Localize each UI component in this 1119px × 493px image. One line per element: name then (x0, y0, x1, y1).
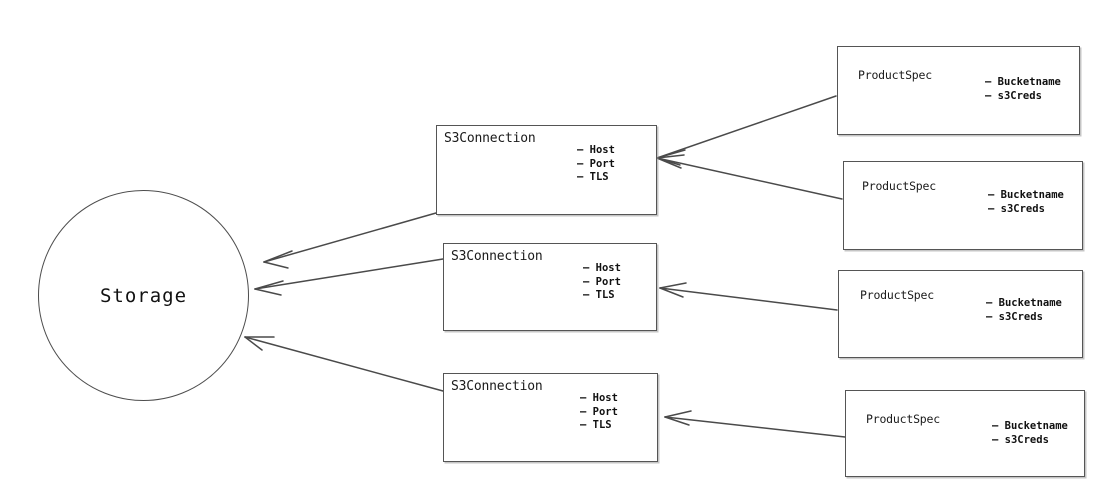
productspec-node-1-title: ProductSpec (858, 68, 932, 82)
attribute-item: – Port (583, 275, 621, 288)
attribute-item: – s3Creds (986, 310, 1043, 323)
attribute-item: – TLS (577, 171, 609, 183)
edge-productspec-4-to-s3connection-3 (664, 410, 846, 438)
s3connection-node-1[interactable] (436, 125, 657, 215)
attribute-item: – Port (577, 157, 615, 170)
edge-s3connection-1-to-storage (263, 212, 437, 269)
s3connection-node-1-attributes: – Host – Port – TLS (577, 144, 615, 185)
s3connection-node-3-title: S3Connection (451, 379, 543, 394)
s3connection-node-3-attributes: – Host – Port – TLS (580, 392, 618, 433)
edge-productspec-3-to-s3connection-2 (659, 282, 838, 311)
productspec-node-2-attributes: – Bucketname – s3Creds (988, 189, 1064, 216)
attribute-item: – Bucketname (992, 420, 1068, 432)
attribute-item: – TLS (580, 419, 612, 431)
productspec-node-1[interactable] (837, 46, 1080, 135)
attribute-item: – Host (577, 144, 615, 156)
productspec-node-4-attributes: – Bucketname – s3Creds (992, 420, 1068, 447)
edge-s3connection-2-to-storage (254, 258, 444, 296)
attribute-item: – Bucketname (988, 189, 1064, 201)
attribute-item: – TLS (583, 289, 615, 301)
storage-node[interactable]: Storage (38, 190, 249, 401)
productspec-node-4-title: ProductSpec (866, 412, 940, 426)
attribute-item: – Host (580, 392, 618, 404)
attribute-item: – s3Creds (988, 202, 1045, 215)
storage-node-label: Storage (99, 284, 188, 307)
attribute-item: – s3Creds (985, 89, 1042, 102)
s3connection-node-2-title: S3Connection (451, 249, 543, 264)
attribute-item: – Host (583, 262, 621, 274)
productspec-node-3-attributes: – Bucketname – s3Creds (986, 297, 1062, 324)
attribute-item: – Port (580, 405, 618, 418)
productspec-node-2-title: ProductSpec (862, 179, 936, 193)
productspec-node-3-title: ProductSpec (860, 288, 934, 302)
s3connection-node-2-attributes: – Host – Port – TLS (583, 262, 621, 303)
edge-productspec-1-to-s3connection-1 (656, 95, 837, 166)
attribute-item: – s3Creds (992, 433, 1049, 446)
edge-s3connection-3-to-storage (244, 336, 444, 392)
s3connection-node-3[interactable] (443, 373, 658, 462)
productspec-node-2[interactable] (843, 161, 1083, 250)
edge-productspec-2-to-s3connection-1 (656, 154, 843, 200)
productspec-node-4[interactable] (845, 390, 1085, 477)
attribute-item: – Bucketname (985, 76, 1061, 88)
s3connection-node-2[interactable] (443, 243, 657, 331)
productspec-node-3[interactable] (838, 270, 1083, 358)
attribute-item: – Bucketname (986, 297, 1062, 309)
s3connection-node-1-title: S3Connection (444, 131, 536, 146)
productspec-node-1-attributes: – Bucketname – s3Creds (985, 76, 1061, 103)
